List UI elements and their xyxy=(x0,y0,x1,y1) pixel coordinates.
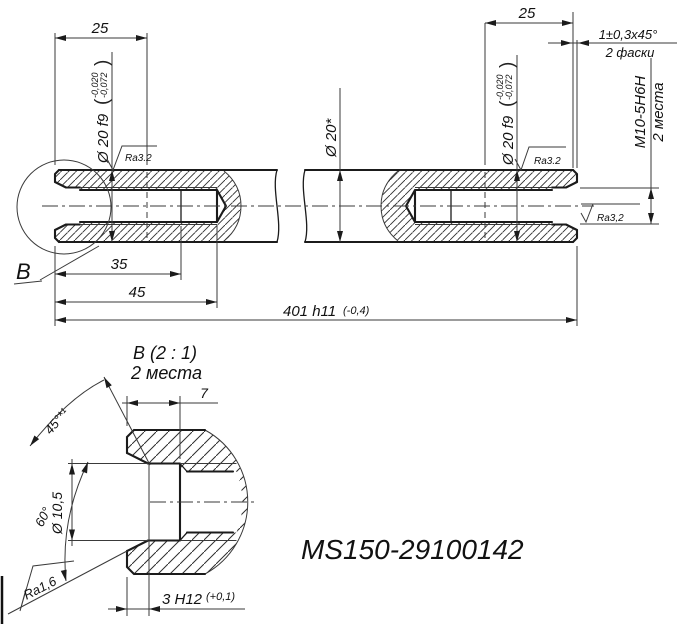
detail-callout: B xyxy=(13,159,112,285)
svg-text:Ø 20 f9: Ø 20 f9 xyxy=(95,113,112,164)
dim-length-tol: (-0,4) xyxy=(343,305,370,317)
angle-45: 45°*¹ xyxy=(41,405,72,437)
dim-7: 7 xyxy=(200,385,209,401)
dim-length: 401 h11 xyxy=(283,303,336,320)
dim-25-right: 25 xyxy=(518,5,536,22)
chamfer-size: 1±0,3x45° xyxy=(599,27,658,42)
dia-10-5: Ø 10,5 xyxy=(49,492,65,535)
svg-text:(: ( xyxy=(92,98,113,105)
svg-text:(: ( xyxy=(497,100,518,107)
svg-text:-0,020: -0,020 xyxy=(495,74,505,100)
svg-text:-0,072: -0,072 xyxy=(99,72,109,98)
detail-view: В (2 : 1) 2 места 7 3 H12 (+0, xyxy=(7,343,258,616)
roughness-face: Ra3,2 xyxy=(597,213,624,224)
svg-text:): ) xyxy=(92,60,113,66)
section-hatch xyxy=(56,170,576,242)
dim-25-left: 25 xyxy=(91,20,109,37)
dim-45: 45 xyxy=(129,284,146,301)
right-threaded-hole xyxy=(404,172,579,240)
dim-3: 3 H12 xyxy=(162,591,203,608)
roughness-chamfer: Ra1,6 xyxy=(21,573,59,602)
svg-text:-0,020: -0,020 xyxy=(90,72,100,98)
main-dimensions: 25 25 1±0,3x45° 2 фаски Ø 20 f9 ( -0,020… xyxy=(54,5,677,326)
dia-20-f9-left: Ø 20 f9 ( -0,020 -0,072 ) xyxy=(90,60,113,164)
svg-text:Ø 20*: Ø 20* xyxy=(323,117,340,158)
thread-places: 2 места xyxy=(650,82,667,142)
detail-part xyxy=(125,428,258,576)
detail-dimensions: 7 3 H12 (+0,1) Ø 10,5 45°*¹ 60° xyxy=(7,375,245,616)
roughness-marks: Ra3.2 Ra3.2 Ra3,2 xyxy=(106,145,624,224)
thread-spec: M10-5H6H xyxy=(632,76,649,149)
svg-text:Ø 20 f9: Ø 20 f9 xyxy=(500,115,517,166)
main-view: B 25 25 1±0,3x45° xyxy=(13,5,677,326)
svg-text:): ) xyxy=(497,62,518,68)
part-number: MS150-29100142 xyxy=(301,534,524,565)
roughness-top-left: Ra3.2 xyxy=(125,153,152,164)
svg-text:-0,072: -0,072 xyxy=(504,74,514,100)
dim-3-tol: (+0,1) xyxy=(206,591,235,603)
chamfer-places: 2 фаски xyxy=(605,45,655,60)
left-threaded-hole xyxy=(53,172,228,240)
roughness-top-right: Ra3.2 xyxy=(534,156,561,167)
dia-20-ref: Ø 20* xyxy=(323,117,340,158)
detail-title: В (2 : 1) xyxy=(133,343,197,363)
dia-20-f9-right: Ø 20 f9 ( -0,020 -0,072 ) xyxy=(495,62,518,166)
dim-35: 35 xyxy=(111,256,128,273)
detail-places: 2 места xyxy=(130,363,202,383)
shaft-outline xyxy=(53,168,579,244)
detail-callout-label: B xyxy=(16,259,31,284)
